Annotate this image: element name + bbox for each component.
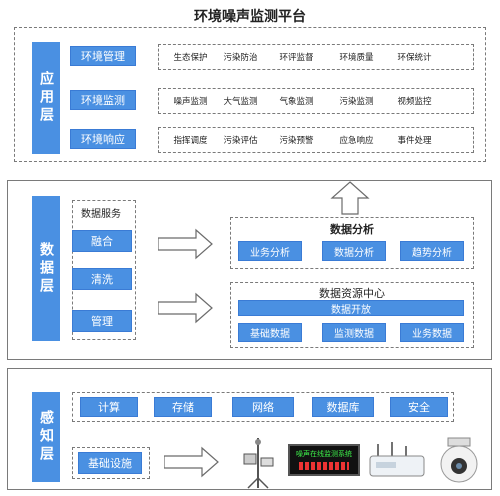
weather-station-icon — [243, 438, 274, 489]
resource-item-0[interactable]: 基础数据 — [238, 323, 302, 342]
app-item[interactable]: 污染评估 — [223, 136, 258, 146]
app-item[interactable]: 环境质量 — [339, 53, 374, 63]
analysis-frame — [230, 217, 474, 269]
app-item[interactable]: 事件处理 — [397, 136, 432, 146]
analysis-item-0[interactable]: 业务分析 — [238, 241, 302, 261]
led-display-screen: 噪声在线监测系统 — [288, 444, 360, 476]
right-arrow-icon — [158, 292, 213, 324]
perception-layer-frame — [7, 368, 492, 490]
monitoring-device-icon — [369, 442, 425, 477]
app-layer-label: 应用层 — [32, 42, 60, 154]
infra-item-2[interactable]: 网络 — [232, 397, 294, 417]
analysis-item-1[interactable]: 数据分析 — [322, 241, 386, 261]
infra-item-4[interactable]: 安全 — [390, 397, 448, 417]
right-arrow-icon — [164, 446, 219, 478]
resource-title: 数据资源中心 — [319, 287, 385, 300]
led-display-readout-icon — [299, 462, 349, 470]
app-item[interactable]: 环保统计 — [397, 53, 432, 63]
platform-title: 环境噪声监测平台 — [194, 9, 306, 25]
base-infra-button[interactable]: 基础设施 — [78, 452, 142, 474]
analysis-item-2[interactable]: 趋势分析 — [400, 241, 464, 261]
app-item[interactable]: 应急响应 — [339, 136, 374, 146]
data-open-bar[interactable]: 数据开放 — [238, 300, 464, 316]
app-row-items-0: 生态保护 污染防治 环评监督 环境质量 环保统计 — [158, 44, 474, 70]
app-row-items-2: 指挥调度 污染评估 污染预警 应急响应 事件处理 — [158, 127, 474, 153]
up-arrow-icon — [330, 181, 370, 215]
app-item[interactable]: 视频监控 — [397, 97, 432, 107]
infra-item-1[interactable]: 存储 — [154, 397, 212, 417]
resource-item-2[interactable]: 业务数据 — [400, 323, 464, 342]
data-service-title: 数据服务 — [81, 209, 121, 220]
right-arrow-icon — [158, 228, 213, 260]
infra-item-0[interactable]: 计算 — [80, 397, 138, 417]
app-item[interactable]: 噪声监测 — [173, 97, 208, 107]
app-item[interactable]: 气象监测 — [279, 97, 314, 107]
app-item[interactable]: 污染预警 — [279, 136, 314, 146]
app-item[interactable]: 指挥调度 — [173, 136, 208, 146]
app-item[interactable]: 生态保护 — [173, 53, 208, 63]
app-row-name-1[interactable]: 环境监测 — [70, 90, 136, 110]
resource-item-1[interactable]: 监测数据 — [322, 323, 386, 342]
led-display-text: 噪声在线监测系统 — [296, 450, 352, 458]
data-service-2[interactable]: 管理 — [72, 310, 132, 332]
perception-layer-label: 感知层 — [32, 392, 60, 482]
data-service-1[interactable]: 清洗 — [72, 268, 132, 290]
resource-frame — [230, 282, 474, 348]
app-row-name-0[interactable]: 环境管理 — [70, 46, 136, 66]
data-layer-frame — [7, 180, 492, 360]
app-item[interactable]: 污染防治 — [223, 53, 258, 63]
app-item[interactable]: 环评监督 — [279, 53, 314, 63]
dome-camera-icon — [440, 437, 478, 483]
infra-frame — [72, 392, 454, 422]
app-layer-frame — [14, 27, 486, 162]
data-service-0[interactable]: 融合 — [72, 230, 132, 252]
app-item[interactable]: 大气监测 — [223, 97, 258, 107]
analysis-title: 数据分析 — [330, 223, 374, 236]
data-layer-label: 数据层 — [32, 196, 60, 341]
base-frame — [72, 447, 150, 479]
infra-item-3[interactable]: 数据库 — [312, 397, 374, 417]
app-item[interactable]: 污染监测 — [339, 97, 374, 107]
app-row-items-1: 噪声监测 大气监测 气象监测 污染监测 视频监控 — [158, 88, 474, 114]
app-row-name-2[interactable]: 环境响应 — [70, 129, 136, 149]
